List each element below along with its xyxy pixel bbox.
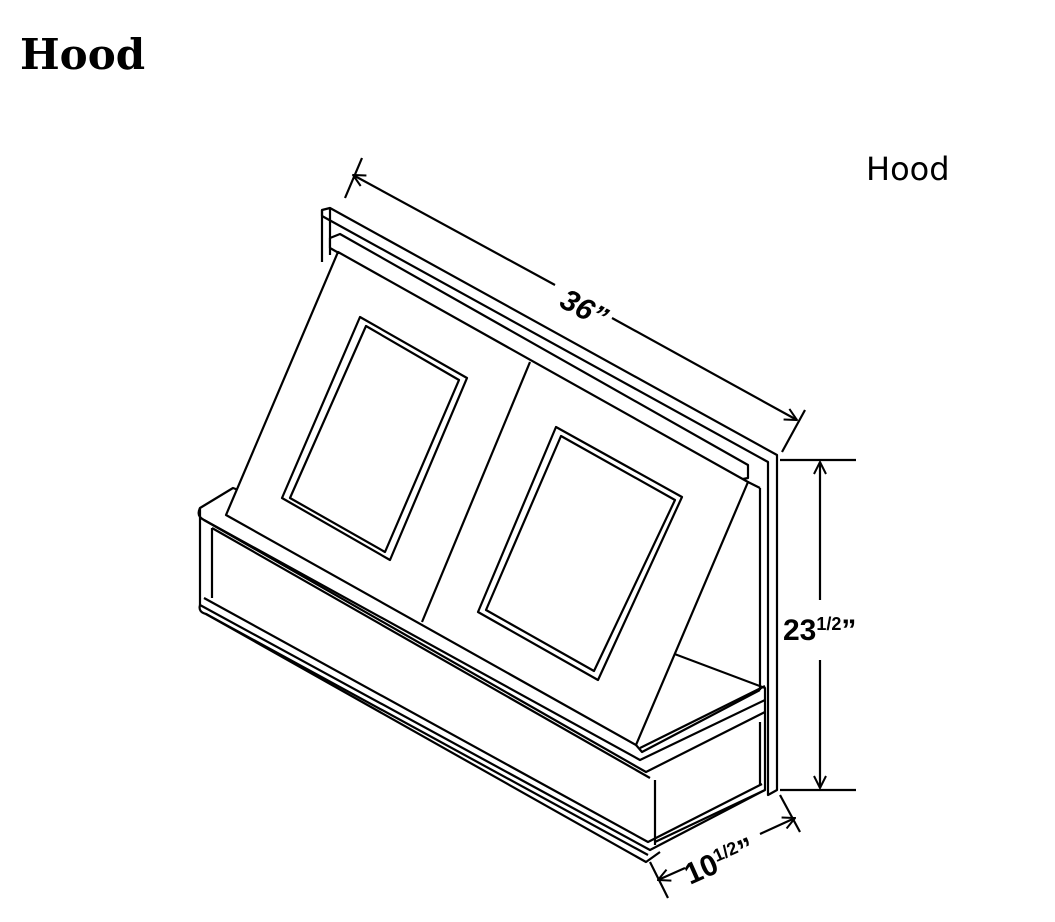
right-window	[476, 425, 684, 682]
center-stile	[420, 361, 532, 623]
sloped-front-panel	[224, 250, 762, 754]
crown-rail	[328, 232, 750, 482]
svg-text:101/2”: 101/2”	[679, 831, 759, 891]
width-label: 36”	[555, 283, 613, 335]
left-window	[280, 315, 469, 562]
page-title: Hood	[20, 30, 146, 79]
height-dimension: 231/2”	[780, 458, 856, 792]
svg-text:231/2”: 231/2”	[783, 614, 856, 647]
height-label: 23	[783, 614, 816, 647]
product-label: Hood	[866, 150, 950, 188]
